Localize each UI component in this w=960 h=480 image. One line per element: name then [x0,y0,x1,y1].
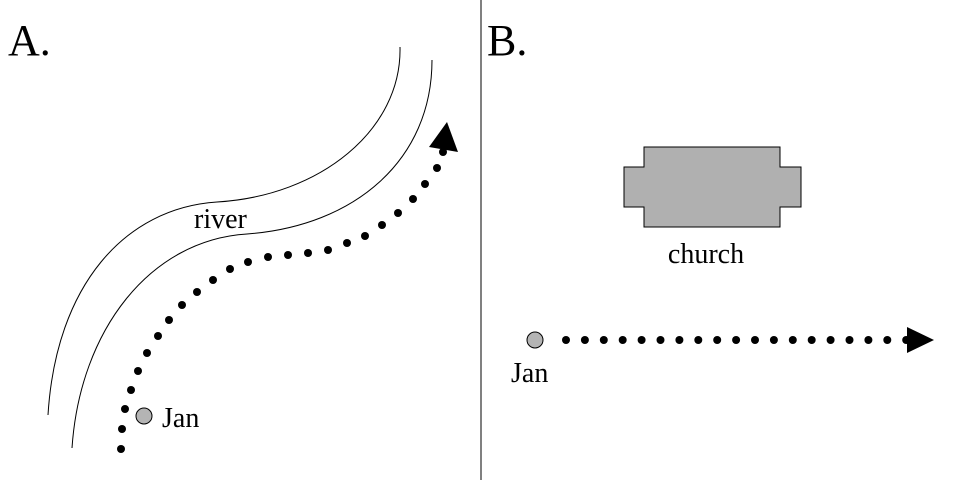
path-dot [134,367,142,375]
path-dots-b [562,336,911,344]
person-label-a: Jan [162,403,199,434]
church-building [623,146,802,228]
path-dot [807,336,816,344]
path-dot [864,336,873,344]
path-dot [143,349,151,357]
path-dot [580,336,589,344]
panel-b: B. church Jan [487,16,934,389]
path-dot [439,148,447,156]
path-dot [154,332,162,340]
path-dot [178,301,186,309]
path-dot [433,164,441,172]
path-dot [637,336,646,344]
path-dot [769,336,778,344]
path-dot [209,276,217,284]
path-dot [732,336,741,344]
path-dot [562,336,570,344]
path-dot [826,336,835,344]
path-dot [694,336,703,344]
path-dot [378,221,386,229]
path-dot [361,232,369,240]
path-dot [244,258,252,266]
panel-b-label: B. [487,16,527,65]
path-dots-a [117,148,447,453]
path-dot [751,336,759,344]
path-dot [421,180,429,188]
person-label-b: Jan [511,358,548,389]
path-dot [656,336,665,344]
panel-a: A. river Jan [8,16,458,453]
river-bank-inner [71,59,433,449]
path-dot [618,336,627,344]
path-dot [675,336,684,344]
path-dot [118,425,126,433]
path-dot [284,251,292,259]
path-dot [127,386,135,394]
path-arrowhead-b [907,327,934,353]
path-dot [264,253,272,261]
path-arrowhead-a [429,122,458,152]
church-label: church [668,239,744,270]
path-dot [409,195,417,203]
path-dot [343,239,351,247]
path-dot [304,249,312,257]
path-dot [788,336,797,344]
panel-a-label: A. [8,16,51,65]
path-dot [394,209,402,217]
path-dot [117,445,125,453]
path-dot [121,405,129,413]
path-dot [883,336,892,344]
path-dot [193,288,201,296]
river-label: river [194,204,248,235]
path-dot [599,336,608,344]
path-dot [324,246,332,254]
river-bank-outer [47,46,401,416]
person-marker-jan-a [135,407,153,425]
path-dot [713,336,722,344]
path-dot [165,316,173,324]
path-dot [226,265,234,273]
person-marker-jan-b [526,331,544,349]
path-dot [845,336,854,344]
